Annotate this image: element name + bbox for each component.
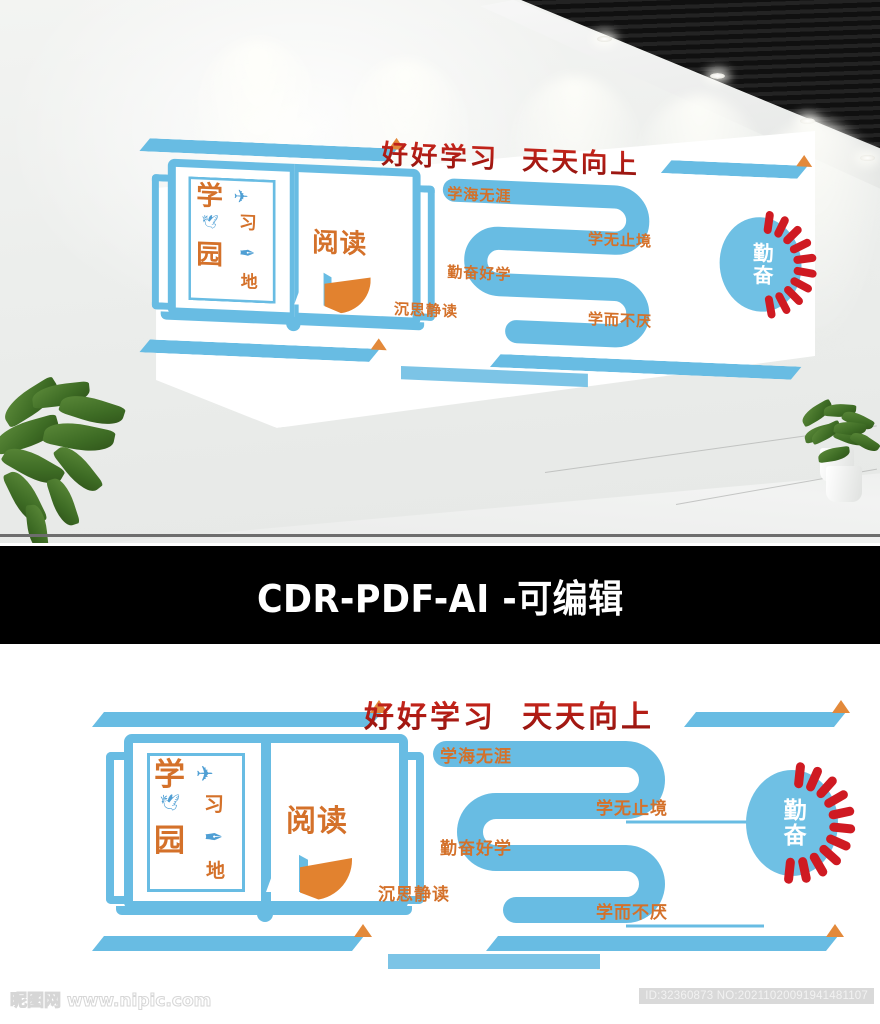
- ribbon-label-3-mockup: 勤奋好学: [447, 263, 512, 285]
- room-mockup-photo: 学 习 园 地 ✈ 🕊 ✒ 阅读 好好学习天天向上: [0, 0, 880, 543]
- wall-artwork-mockup: 学 习 园 地 ✈ 🕊 ✒ 阅读 好好学习天天向上: [134, 118, 818, 438]
- bottom-left-bar-triangle: [354, 924, 372, 937]
- bottom-right-bar: [486, 936, 838, 951]
- book-page-left-inner-frame: [144, 750, 248, 895]
- reading-person-icon: ✒: [239, 241, 256, 265]
- book-reading-label: 阅读: [312, 226, 368, 261]
- wave-ribbon: [374, 730, 774, 940]
- diligence-badge-mockup: 勤奋: [714, 201, 821, 326]
- book-char-di: 地: [240, 272, 258, 293]
- book-char-xi: 习: [204, 792, 224, 816]
- format-banner: CDR-PDF-AI -可编辑: [0, 546, 880, 644]
- book-char-di: 地: [206, 860, 226, 882]
- asset-id-label: ID:32360873 NO:20211020091941481107: [639, 988, 874, 1004]
- bottom-center-bar: [388, 954, 600, 969]
- book-char-xue: 学: [154, 757, 185, 793]
- book-reading-label: 阅读: [286, 804, 348, 839]
- ribbon-label-chensijingdu: 沉思静读: [378, 885, 450, 905]
- bottom-left-bar: [92, 936, 364, 951]
- photo-bottom-rule: [0, 534, 880, 537]
- top-right-bar-triangle: [832, 700, 850, 713]
- plant-pot: [826, 466, 862, 502]
- ribbon-label-1-mockup: 学海无涯: [447, 185, 512, 206]
- book-cover-left: [106, 752, 132, 904]
- badge-label: 勤奋: [779, 798, 806, 848]
- book-spine-dot: [257, 906, 273, 922]
- flat-artwork: 学 习 园 地 ✈ 🕊 ✒ 阅读 好好学习天天向上: [88, 690, 856, 969]
- ribbon-label-xuehaiwuya: 学海无涯: [440, 747, 512, 767]
- paper-plane-icon: ✈: [196, 763, 214, 786]
- ribbon-label-4-mockup: 沉思静读: [393, 300, 458, 322]
- book-char-xue: 学: [196, 180, 223, 213]
- badge-ray: [783, 857, 796, 885]
- top-right-bar: [684, 712, 846, 727]
- ribbon-label-5-mockup: 学而不厌: [587, 310, 652, 332]
- plant-left: [0, 375, 142, 543]
- book-char-yuan: 园: [154, 823, 185, 859]
- top-right-bar-triangle: [796, 154, 813, 167]
- ribbon-label-2-mockup: 学无止境: [587, 230, 652, 252]
- paper-plane-icon: ✈: [233, 187, 249, 208]
- book-spine-dot: [286, 316, 301, 332]
- site-watermark: 昵图网 www.nipic.com: [9, 991, 212, 1012]
- bottom-left-bar: [139, 339, 379, 362]
- ceiling-spot-light: [597, 36, 612, 42]
- ribbon-label-qinfenhaoxue: 勤奋好学: [440, 839, 512, 859]
- top-left-bar-triangle: [370, 700, 388, 713]
- book-char-xi: 习: [239, 211, 257, 234]
- wave-ribbon-mockup: [392, 166, 748, 368]
- book-char-yuan: 园: [196, 238, 223, 272]
- flat-artwork-stage: 学 习 园 地 ✈ 🕊 ✒ 阅读 好好学习天天向上: [0, 660, 880, 980]
- ribbon-label-xueerbuyan: 学而不厌: [596, 903, 668, 923]
- format-banner-text: CDR-PDF-AI -可编辑: [256, 576, 624, 621]
- bird-icon: 🕊: [160, 795, 181, 812]
- ribbon-label-xuewuzhijing: 学无止境: [596, 799, 668, 819]
- badge-label: 勤奋: [749, 241, 773, 288]
- ceiling-spot-light: [710, 73, 725, 79]
- badge-circle: 勤奋: [719, 215, 802, 314]
- bird-icon: 🕊: [201, 214, 219, 231]
- badge-ray: [792, 253, 817, 265]
- book-cover-right: [398, 752, 424, 904]
- plant-right-front: [808, 419, 880, 510]
- open-book-graphic: 学 习 园 地 ✈ 🕊 ✒ 阅读: [100, 734, 430, 922]
- reading-person-icon: ✒: [204, 824, 224, 850]
- diligence-badge: 勤奋: [740, 754, 860, 889]
- bottom-right-bar-triangle: [826, 924, 844, 937]
- footer-watermark-bar: 昵图网 www.nipic.com ID:32360873 NO:2021102…: [0, 980, 880, 1024]
- top-left-bar: [92, 712, 382, 727]
- bottom-left-bar-triangle: [370, 337, 387, 351]
